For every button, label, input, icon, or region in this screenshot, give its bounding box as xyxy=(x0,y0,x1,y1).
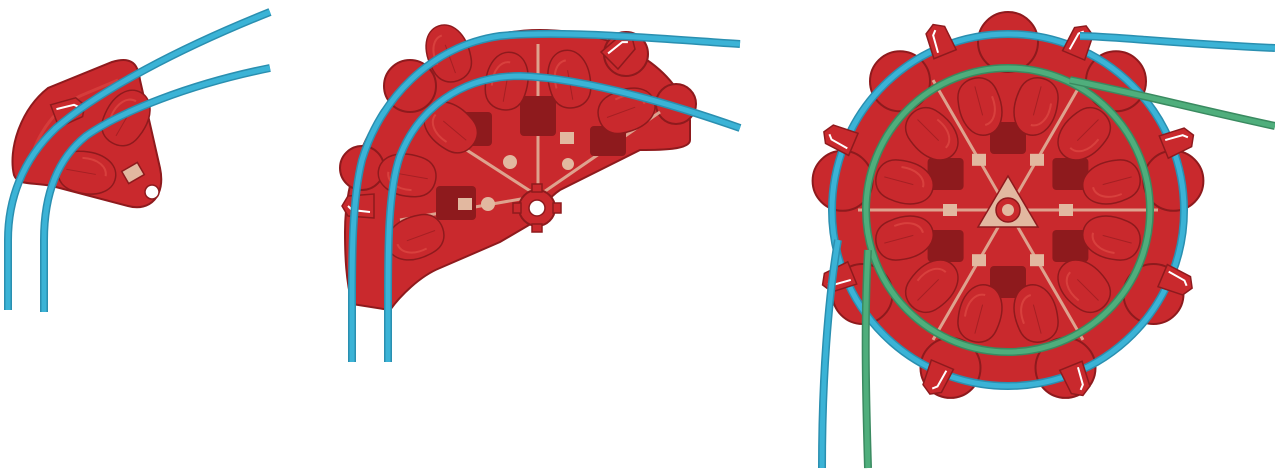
mount-hole xyxy=(481,197,495,211)
slot-hole xyxy=(1030,154,1044,166)
slot-hole xyxy=(943,204,957,216)
slot-hole xyxy=(972,154,986,166)
disc-lobe xyxy=(978,12,1038,72)
mount-hole xyxy=(145,185,159,199)
organizer-stage-3 xyxy=(813,12,1204,400)
mount-hole xyxy=(562,158,574,170)
organizer-stage-2 xyxy=(340,19,740,362)
organizer-stage-1 xyxy=(8,12,270,312)
slot-hole xyxy=(1059,204,1073,216)
mount-hole xyxy=(503,155,517,169)
slot-hole xyxy=(972,254,986,266)
slot-hole xyxy=(1030,254,1044,266)
